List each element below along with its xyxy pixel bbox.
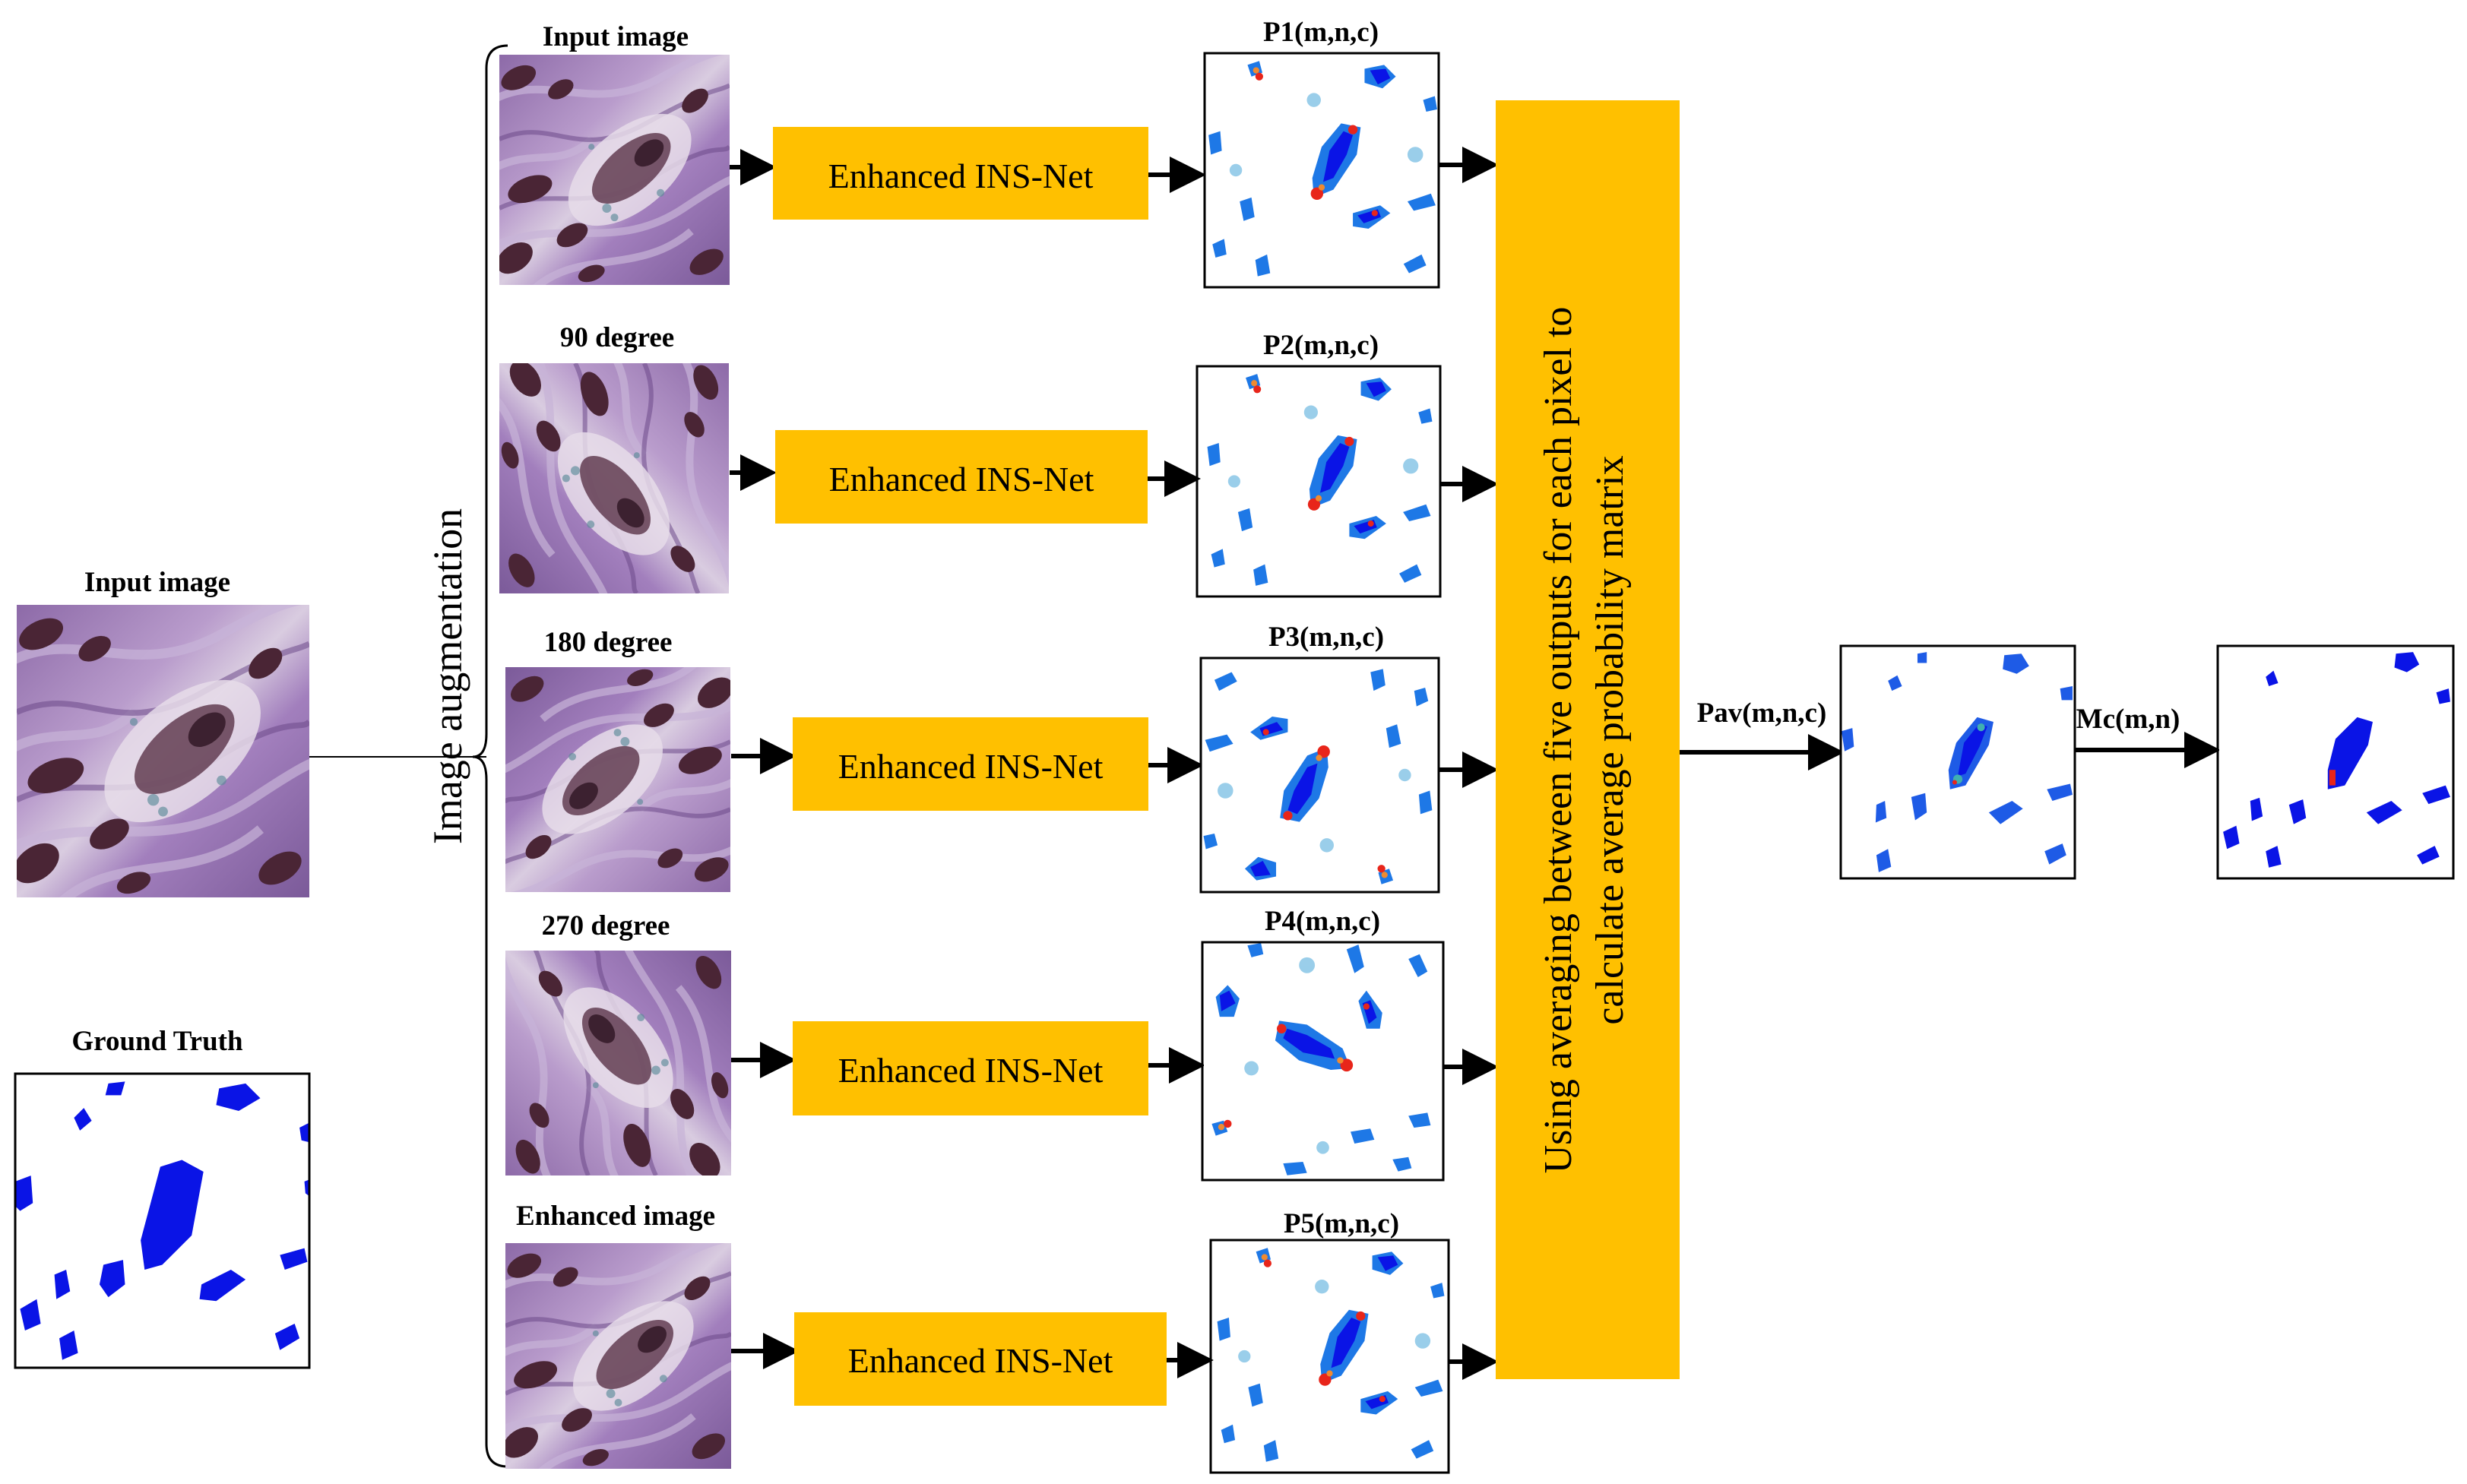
row-image-label: 90 degree: [560, 322, 674, 353]
averaging-box-text: Using averaging between five outputs for…: [1537, 307, 1632, 1174]
pav-map-frame: [1839, 644, 2076, 880]
ground-truth-mask: [14, 1072, 311, 1369]
row-2: 90 degree Enhanced INS-Net P2(m,n,c): [491, 322, 1499, 609]
prob-map-label: P3(m,n,c): [1268, 622, 1384, 653]
ins-net-label: Enhanced INS-Net: [828, 157, 1094, 195]
row-image-label: Input image: [543, 21, 689, 52]
prob-map: [1204, 942, 1442, 1179]
ins-net-label: Enhanced INS-Net: [838, 1051, 1104, 1090]
mc-label: Mc(m,n): [2076, 704, 2180, 735]
prob-map: [1213, 1240, 1446, 1473]
ground-truth-label: Ground Truth: [71, 1026, 243, 1057]
row-image-label: 180 degree: [544, 627, 673, 658]
ins-net-label: Enhanced INS-Net: [838, 747, 1104, 786]
averaging-line-2: calculate average probability matrix: [1588, 455, 1632, 1024]
averaging-line-1: Using averaging between five outputs for…: [1537, 307, 1580, 1174]
row-image-label: 270 degree: [542, 910, 670, 941]
mc-map-frame: [2216, 644, 2455, 880]
pav-label: Pav(m,n,c): [1697, 698, 1827, 729]
prob-map-label: P1(m,n,c): [1263, 17, 1379, 48]
input-image-label: Input image: [84, 567, 230, 598]
row-5: Enhanced image Enhanced INS-Net P5(m,n,c…: [497, 1201, 1499, 1476]
ins-net-label: Enhanced INS-Net: [829, 460, 1094, 498]
row-image-label: Enhanced image: [516, 1201, 715, 1232]
prob-map: [1202, 658, 1436, 892]
prob-map: [1203, 366, 1434, 596]
ins-net-box: [775, 430, 1148, 524]
ins-net-box: [794, 1312, 1167, 1406]
ins-net-box: [793, 717, 1148, 811]
prob-map: [1205, 53, 1439, 287]
row-3: 180 degree Enhanced INS-Net P3(m,n,c): [489, 622, 1499, 900]
row-image: [491, 47, 745, 293]
prob-map-frame: [1199, 657, 1440, 894]
averaging-box: [1496, 100, 1680, 1379]
input-image: [6, 595, 329, 907]
pav-map: [1842, 646, 2074, 878]
prob-map-label: P2(m,n,c): [1263, 330, 1379, 361]
row-image: [497, 1236, 746, 1476]
prob-map-frame: [1201, 941, 1445, 1182]
row-4: 270 degree Enhanced INS-Net P4(m,n,c): [498, 906, 1499, 1184]
prob-map-label: P4(m,n,c): [1265, 906, 1380, 937]
ins-net-label: Enhanced INS-Net: [848, 1341, 1113, 1380]
augmentation-brace: [472, 44, 508, 1468]
row-image: [489, 659, 739, 900]
prob-map-frame: [1203, 52, 1440, 289]
prob-map-label: P5(m,n,c): [1284, 1208, 1399, 1239]
prob-map-frame: [1195, 365, 1442, 598]
row-image: [498, 935, 739, 1184]
prob-map-frame: [1209, 1239, 1450, 1474]
ins-net-box: [793, 1021, 1148, 1115]
ins-net-box: [773, 127, 1148, 220]
augmentation-label: Image augmentation: [425, 508, 470, 844]
mc-map: [2219, 646, 2452, 878]
row-1: Input image Enhanced INS-Net P1(m,n,c): [491, 17, 1499, 293]
row-image: [491, 355, 736, 609]
